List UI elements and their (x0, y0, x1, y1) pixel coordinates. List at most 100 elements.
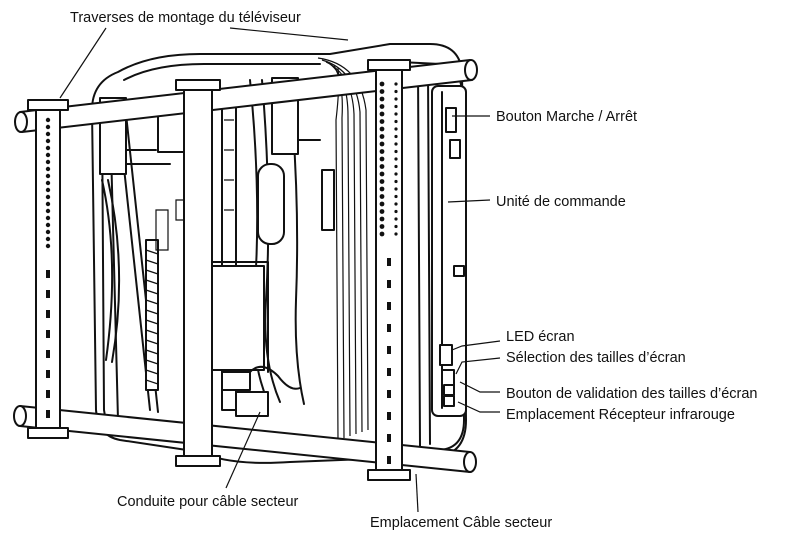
rail-hole (45, 215, 51, 221)
label-tv-mounting-rails: Traverses de montage du téléviseur (70, 10, 301, 26)
ir-receiver-part (443, 395, 455, 407)
rail-slot (46, 410, 50, 418)
rail-hole (379, 164, 385, 169)
rail-hole (45, 152, 51, 158)
screen-led-part (439, 344, 453, 366)
rail-hole (379, 149, 385, 154)
rail-hole (45, 138, 51, 144)
rail-hole (394, 134, 398, 139)
rail-hole (379, 134, 385, 139)
rail-hole (45, 159, 51, 165)
rail-hole (45, 180, 51, 186)
label-screen-size-selection: Sélection des tailles d’écran (506, 350, 686, 366)
rail-hole (45, 194, 51, 200)
rail-hole (379, 126, 385, 132)
rail-hole (45, 131, 51, 137)
rail-hole (394, 112, 398, 116)
labels: Traverses de montage du téléviseur Bouto… (70, 10, 758, 531)
rail-slot (46, 350, 50, 358)
rail-hole (45, 117, 51, 123)
rail-hole (394, 179, 398, 184)
rail-slot (387, 280, 391, 288)
rail-hole (394, 82, 398, 86)
rail-hole (394, 187, 398, 191)
label-power-cable-conduit: Conduite pour câble secteur (117, 494, 299, 510)
rail-slot (387, 324, 391, 332)
rail-slot (387, 434, 391, 442)
label-ir-receiver-location: Emplacement Récepteur infrarouge (506, 407, 735, 423)
rail-hole (379, 216, 385, 222)
rail-hole (379, 171, 385, 177)
left-mounting-rail (27, 99, 69, 439)
rail-hole (45, 222, 51, 228)
rail-hole (394, 104, 398, 109)
rail-hole (394, 209, 398, 214)
rail-hole (45, 208, 51, 214)
horizontal-tubes (13, 59, 478, 473)
rail-slot (387, 258, 391, 266)
rail-hole (394, 157, 398, 161)
rail-hole (45, 187, 51, 193)
rail-hole (394, 172, 398, 176)
rail-hole (394, 217, 398, 221)
rail-slot (387, 412, 391, 420)
rail-slot (387, 302, 391, 310)
label-control-unit: Unité de commande (496, 194, 626, 210)
rail-hole (379, 179, 385, 184)
rail-slot (387, 368, 391, 376)
rail-hole (45, 173, 51, 179)
rail-slot (46, 310, 50, 318)
rail-hole (45, 229, 51, 235)
rail-hole (379, 186, 385, 192)
rail-hole (45, 243, 51, 249)
rail-hole (394, 119, 398, 124)
rail-hole (394, 149, 398, 154)
rail-hole (379, 119, 385, 124)
rail-hole (45, 201, 51, 207)
rail-slot (387, 346, 391, 354)
rail-slot (387, 390, 391, 398)
leader-lines (59, 27, 501, 513)
rail-slot (387, 456, 391, 464)
label-power-cable-location: Emplacement Câble secteur (370, 515, 552, 531)
rail-hole (379, 104, 385, 109)
label-power-button: Bouton Marche / Arrêt (496, 109, 637, 125)
rail-slot (46, 270, 50, 278)
rail-slot (46, 370, 50, 378)
label-screen-led: LED écran (506, 329, 575, 345)
rail-slot (46, 390, 50, 398)
rail-hole (379, 141, 385, 147)
rail-hole (379, 89, 385, 94)
rail-hole (45, 124, 51, 130)
rail-hole (379, 96, 385, 102)
right-mounting-rail (367, 59, 411, 481)
rail-hole (394, 89, 398, 94)
power-button-part (445, 107, 457, 133)
rail-hole (394, 224, 398, 229)
rail-hole (379, 111, 385, 117)
rail-hole (394, 194, 398, 199)
center-mounting-bar (175, 79, 221, 467)
rail-hole (45, 166, 51, 172)
rail-hole (379, 224, 385, 229)
confirm-button-part (443, 384, 455, 396)
control-unit (431, 85, 467, 417)
rail-hole (379, 81, 385, 87)
rail-hole (394, 164, 398, 169)
rail-hole (394, 232, 398, 236)
rail-hole (394, 202, 398, 206)
rail-hole (379, 156, 385, 162)
rail-slot (46, 290, 50, 298)
rail-slot (46, 330, 50, 338)
rail-hole (394, 127, 398, 131)
label-screen-size-confirm-button: Bouton de validation des tailles d’écran (506, 386, 758, 402)
inner-mechanism (99, 77, 335, 421)
rail-hole (379, 231, 385, 237)
rail-hole (45, 236, 51, 242)
rail-hole (379, 209, 385, 214)
rail-hole (379, 201, 385, 207)
rail-hole (45, 145, 51, 151)
rail-hole (394, 142, 398, 146)
